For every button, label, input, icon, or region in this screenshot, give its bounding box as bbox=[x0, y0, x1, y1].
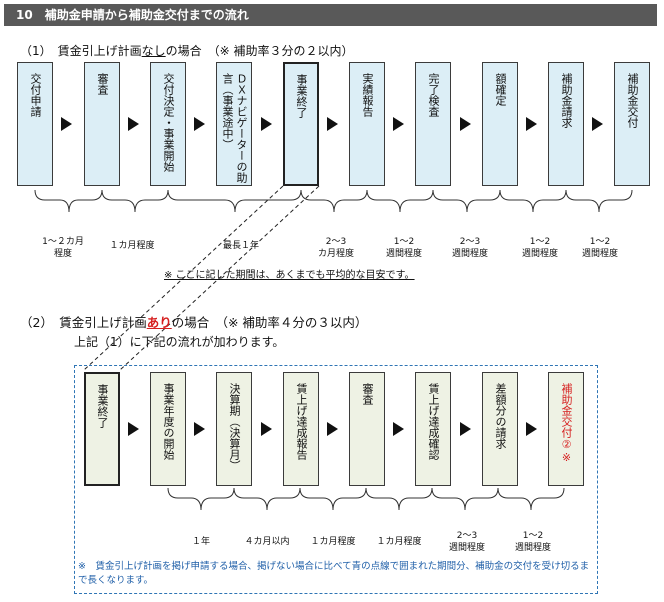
duration2-4: 2～3 週間程度 bbox=[448, 531, 486, 553]
step1-label-5: 実績報告 bbox=[361, 73, 374, 117]
step2-label-6: 差額分の請求 bbox=[494, 383, 507, 449]
flow-arrow-2-3 bbox=[327, 422, 338, 436]
section2-heading: （2） 賃金引上げ計画ありの場合 （※ 補助率４分の３以内） bbox=[20, 312, 367, 331]
step1-box-4: 事業終了 bbox=[283, 62, 319, 186]
connector-dash-right bbox=[119, 185, 320, 371]
flow-arrow-1-2 bbox=[194, 117, 205, 131]
section2-heading-pre: （2） 賃金引上げ計画 bbox=[20, 315, 147, 330]
flow-arrow-1-1 bbox=[128, 117, 139, 131]
step1-label-1: 審査 bbox=[96, 73, 109, 95]
section1-heading-post: の場合 （※ 補助率３分の２以内） bbox=[165, 44, 354, 58]
step1-label-0: 交付申請 bbox=[29, 73, 42, 117]
section-header: 10 補助金申請から補助金交付までの流れ bbox=[4, 4, 657, 26]
step2-box-2: 決算期（決算月） bbox=[216, 372, 252, 486]
connector-dash-left bbox=[83, 185, 284, 371]
step2-label-0: 事業終了 bbox=[96, 384, 109, 428]
flow-arrow-1-8 bbox=[592, 117, 603, 131]
duration1-1: １カ月程度 bbox=[109, 241, 155, 251]
step1-label-2: 交付決定・事業開始 bbox=[162, 73, 175, 172]
step2-box-4: 審査 bbox=[349, 372, 385, 486]
brace-2-1 bbox=[233, 487, 301, 511]
duration1-4: 1～2 週間程度 bbox=[385, 237, 423, 259]
step2-label-2: 決算期（決算月） bbox=[228, 383, 241, 471]
section1-heading: （1） 賃金引上げ計画なしの場合 （※ 補助率３分の２以内） bbox=[20, 42, 354, 59]
duration1-5: 2～3 週間程度 bbox=[451, 237, 489, 259]
step1-box-5: 実績報告 bbox=[349, 62, 385, 186]
step2-label-4: 審査 bbox=[361, 383, 374, 405]
step2-label-7: 補助金交付②※ bbox=[560, 383, 573, 464]
section1-heading-pre: （1） 賃金引上げ計画 bbox=[20, 44, 142, 58]
step1-box-2: 交付決定・事業開始 bbox=[150, 62, 186, 186]
duration1-3: 2～3 カ月程度 bbox=[317, 237, 355, 259]
step2-box-7: 補助金交付②※ bbox=[548, 372, 584, 486]
brace-2-0 bbox=[167, 487, 235, 511]
duration2-1: ４カ月以内 bbox=[244, 537, 290, 547]
flow-arrow-1-4 bbox=[327, 117, 338, 131]
flow-arrow-2-2 bbox=[261, 422, 272, 436]
brace-1-4 bbox=[366, 189, 434, 213]
step2-label-1: 事業年度の開始 bbox=[162, 383, 175, 460]
flow-arrow-2-5 bbox=[460, 422, 471, 436]
step1-box-3: ＤＸナビゲーターの助言（事業途中） bbox=[216, 62, 252, 186]
flow-arrow-2-0 bbox=[128, 422, 139, 436]
step2-box-6: 差額分の請求 bbox=[482, 372, 518, 486]
step1-box-7: 額確定 bbox=[482, 62, 518, 186]
brace-2-5 bbox=[497, 487, 565, 511]
brace-1-7 bbox=[565, 189, 633, 213]
extension-note: ※ 賃金引上げ計画を掲げ申請する場合、掲げない場合に比べて青の点線で囲まれた期間… bbox=[78, 561, 590, 586]
added-period-frame bbox=[74, 365, 598, 594]
flow-arrow-1-0 bbox=[61, 117, 72, 131]
step1-box-0: 交付申請 bbox=[17, 62, 53, 186]
flow-arrow-1-3 bbox=[261, 117, 272, 131]
step2-box-3: 賃上げ達成報告 bbox=[283, 372, 319, 486]
step1-label-6: 完了検査 bbox=[427, 73, 440, 117]
flow-arrow-1-5 bbox=[393, 117, 404, 131]
duration1-7: 1～2 週間程度 bbox=[581, 237, 619, 259]
step1-box-6: 完了検査 bbox=[415, 62, 451, 186]
duration2-2: １カ月程度 bbox=[310, 537, 356, 547]
step2-box-5: 賃上げ達成確認 bbox=[415, 372, 451, 486]
duration2-3: １カ月程度 bbox=[376, 537, 422, 547]
step1-label-4: 事業終了 bbox=[295, 74, 308, 118]
flow-arrow-2-1 bbox=[194, 422, 205, 436]
step1-label-9: 補助金交付 bbox=[626, 73, 639, 128]
step2-box-0: 事業終了 bbox=[84, 372, 120, 486]
flow-arrow-1-6 bbox=[460, 117, 471, 131]
flow-arrow-2-4 bbox=[393, 422, 404, 436]
flow-arrow-2-6 bbox=[526, 422, 537, 436]
step2-label-5: 賃上げ達成確認 bbox=[427, 383, 440, 460]
brace-1-0 bbox=[34, 189, 103, 213]
period-note: ※ ここに記した期間は、あくまでも平均的な目安です。 bbox=[164, 270, 415, 281]
step2-box-1: 事業年度の開始 bbox=[150, 372, 186, 486]
brace-1-6 bbox=[499, 189, 567, 213]
flow-arrow-1-7 bbox=[526, 117, 537, 131]
step1-box-1: 審査 bbox=[84, 62, 120, 186]
section2-heading-post: の場合 （※ 補助率４分の３以内） bbox=[171, 315, 368, 330]
brace-2-4 bbox=[431, 487, 499, 511]
duration2-5: 1～2 週間程度 bbox=[514, 531, 552, 553]
duration1-2: 最長１年 bbox=[222, 241, 260, 251]
section2-heading-em: あり bbox=[146, 315, 172, 330]
brace-1-5 bbox=[432, 189, 501, 213]
brace-1-1 bbox=[101, 189, 169, 213]
brace-1-3 bbox=[300, 189, 368, 213]
brace-1-2 bbox=[167, 189, 302, 213]
section2-subheading: 上記（1）に下記の流れが加わります。 bbox=[74, 335, 285, 349]
brace-2-3 bbox=[365, 487, 433, 511]
step1-label-7: 額確定 bbox=[494, 73, 507, 106]
duration2-0: １年 bbox=[191, 537, 211, 547]
step1-label-8: 補助金請求 bbox=[560, 73, 573, 128]
step1-box-9: 補助金交付 bbox=[614, 62, 650, 186]
duration1-0: 1～２カ月 程度 bbox=[42, 237, 84, 259]
brace-2-2 bbox=[299, 487, 367, 511]
duration1-6: 1～2 週間程度 bbox=[521, 237, 559, 259]
section1-heading-em: なし bbox=[141, 44, 166, 58]
step2-label-3: 賃上げ達成報告 bbox=[295, 383, 308, 460]
step1-label-3: ＤＸナビゲーターの助言（事業途中） bbox=[221, 73, 248, 183]
step1-box-8: 補助金請求 bbox=[548, 62, 584, 186]
